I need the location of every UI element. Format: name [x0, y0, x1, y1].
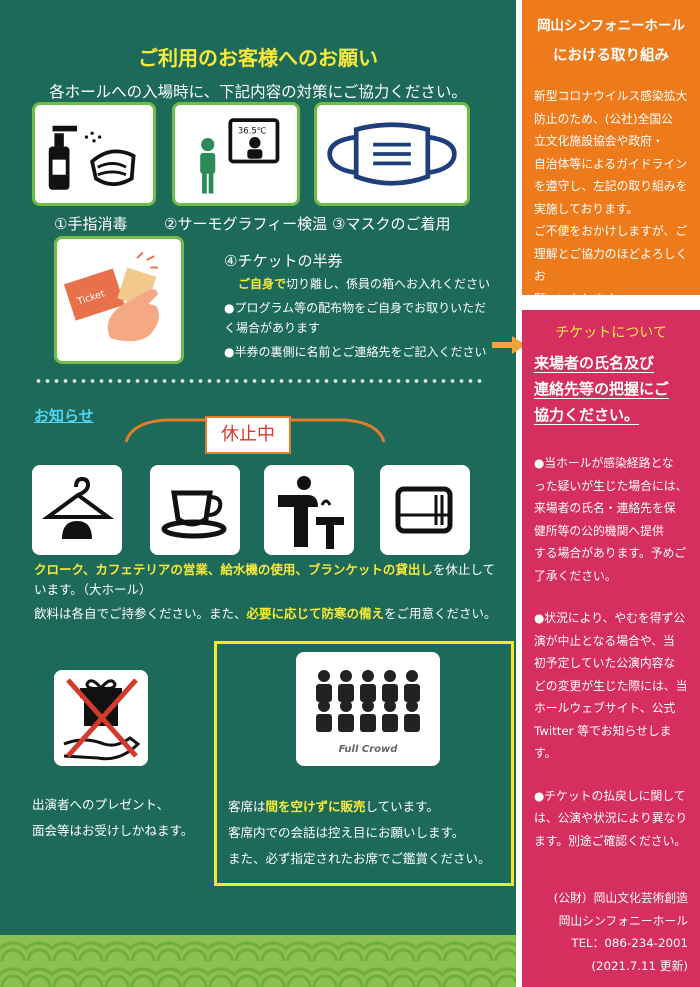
seating-line-3: また、必ず指定されたお席でご鑑賞ください。	[228, 851, 491, 866]
ticket-info-title: チケットについて	[555, 325, 667, 341]
ticket-info-bullet-1: ●当ホールが感染経路とな った疑いが生じた場合には、 来場者の氏名・連絡先を保 …	[522, 452, 700, 587]
ticket-info-headline-line: 連絡先等の把握にご	[534, 380, 669, 398]
thermography-icon: 36.5℃	[172, 102, 300, 206]
hall-efforts-line: 自治体等によるガイドライン	[534, 156, 688, 171]
bullet-line: ●状況により、やむを得ず公	[534, 611, 686, 625]
bullet-line: 了承ください。	[534, 568, 617, 583]
coffee-cup-icon	[150, 465, 240, 555]
blanket-icon	[380, 465, 470, 555]
main-panel: ご利用のお客様へのお願い 各ホールへの入場時に、下記内容の対策にご協力ください。…	[0, 0, 516, 987]
hall-efforts-body: 新型コロナウイルス感染拡大 防止のため、(公社)全国公 立文化施設協会や政府・ …	[522, 85, 700, 310]
closed-paragraph: クローク、カフェテリアの営業、給水機の使用、ブランケットの貸出しを休止しています…	[34, 560, 504, 600]
ticket-info-box: チケットについて 来場者の氏名及び 連絡先等の把握にご 協力ください。 ●当ホー…	[522, 310, 700, 987]
ticket-info-headline-line: 来場者の氏名及び	[534, 354, 655, 372]
measure-label-thermography: ②サーモグラフィー検温	[164, 215, 328, 233]
seating-line-1-em: 間を空けずに販売	[265, 799, 366, 814]
bullet-line: った疑いが生じた場合には、	[534, 478, 688, 493]
ticket-info-bullet-2: ●状況により、やむを得ず公 演が中止となる場合や、当 初予定していた公演内容な …	[522, 607, 700, 765]
drink-paragraph-b: をご用意ください。	[384, 606, 497, 621]
hall-efforts-line: を遵守し、左記の取り組みを	[534, 179, 688, 193]
arrow-right-icon	[492, 336, 526, 354]
drink-paragraph-a: 飲料は各自でご持参ください。また、	[34, 606, 247, 621]
ticket-note-2: ●プログラム等の配布物をご自身でお取りいただく場合があります	[224, 301, 487, 335]
full-crowd-caption: Full Crowd	[339, 744, 399, 755]
ticket-note-1: ご自身で切り離し、係員の箱へお入れください	[238, 274, 508, 294]
present-line-1: 出演者へのプレゼント、	[32, 797, 170, 812]
wave-pattern-footer	[0, 935, 516, 987]
bullet-line: ホールウェブサイト、公式	[534, 701, 676, 715]
organization-footer: (公財）岡山文化芸術創造 岡山シンフォニーホール TEL：086-234-200…	[554, 887, 688, 977]
bullet-line: ます。別途ご確認ください。	[534, 833, 687, 848]
page-title: ご利用のお客様へのお願い	[138, 46, 378, 70]
seating-line-1-a: 客席は	[228, 799, 266, 814]
hall-efforts-line: 理解とご協力のほどよろしくお	[534, 246, 688, 284]
hall-efforts-line: 実施しております。	[534, 201, 639, 216]
hall-efforts-box: 岡山シンフォニーホール における取り組み 新型コロナウイルス感染拡大 防止のため…	[522, 0, 700, 306]
seating-line-1: 客席は間を空けずに販売しています。	[228, 794, 491, 820]
full-crowd-icon: Full Crowd	[296, 652, 440, 766]
footer-hall: 岡山シンフォニーホール	[558, 913, 688, 928]
ticket-note-3: ●半券の裏側に名前とご連絡先をご記入ください	[224, 345, 487, 359]
bullet-line: ●当ホールが感染経路とな	[534, 456, 674, 470]
mask-icon	[314, 102, 470, 206]
seating-line-2: 客席内での会話は控え目にお願いします。	[228, 825, 465, 840]
present-note: 出演者へのプレゼント、 面会等はお受けしかねます。	[32, 792, 193, 844]
bullet-line: する場合があります。予めご	[534, 546, 687, 560]
bullet-line: は、公演や状況により異なり	[534, 811, 688, 825]
water-fountain-icon	[264, 465, 354, 555]
ticket-info-headline: 来場者の氏名及び 連絡先等の把握にご 協力ください。	[522, 350, 700, 428]
ticket-note-1-em: ご自身で	[238, 277, 287, 291]
ticket-icon: Ticket	[54, 236, 184, 364]
hall-efforts-line: 防止のため、(公社)全国公	[534, 111, 673, 126]
hall-efforts-title-1: 岡山シンフォニーホール	[536, 18, 686, 34]
hall-efforts-line: 願いいたします。	[534, 291, 628, 306]
hanger-icon	[32, 465, 122, 555]
ticket-info-bullet-3: ●チケットの払戻しに関して は、公演や状況により異なり ます。別途ご確認ください…	[522, 785, 700, 853]
bullet-line: す。	[534, 746, 557, 760]
ticket-note-1-rest: 切り離し、係員の箱へお入れください	[286, 277, 491, 291]
measure-label-sanitizer: ①手指消毒	[54, 215, 128, 233]
drink-paragraph: 飲料は各自でご持参ください。また、必要に応じて防寒の備えをご用意ください。	[34, 604, 504, 624]
seating-line-1-b: しています。	[365, 799, 439, 814]
measure-label-ticket: ④チケットの半券	[224, 252, 343, 270]
hall-efforts-line: 立文化施設協会や政府・	[534, 134, 664, 148]
seating-note: 客席は間を空けずに販売しています。 客席内での会話は控え目にお願いします。 また…	[228, 794, 491, 872]
measure-label-mask: ③マスクのご着用	[332, 215, 451, 233]
hand-sanitizer-icon	[32, 102, 156, 206]
bullet-line: ●チケットの払戻しに関して	[534, 788, 686, 803]
hall-efforts-line: 新型コロナウイルス感染拡大	[534, 89, 688, 103]
bullet-line: 来場者の氏名・連絡先を保	[534, 501, 676, 515]
bullet-line: 初予定していた公演内容な	[534, 656, 676, 670]
ticket-info-headline-line: 協力ください。	[534, 406, 640, 424]
bullet-line: 演が中止となる場合や、当	[534, 633, 675, 648]
closed-paragraph-rest: を休止しています。（大ホール）	[34, 562, 496, 597]
no-gift-icon	[54, 670, 148, 766]
seating-notice-frame	[214, 641, 514, 886]
footer-phone: TEL：086-234-2001	[571, 936, 688, 950]
bullet-line: どの変更が生じた際には、当	[534, 678, 688, 693]
closed-badge: 休止中	[205, 416, 291, 454]
bullet-line: 健所等の公的機関へ提供	[534, 523, 664, 538]
hall-efforts-line: ご不便をおかけしますが、ご	[534, 224, 688, 238]
drink-paragraph-em: 必要に応じて防寒の備え	[246, 606, 385, 621]
hall-efforts-title-2: における取り組み	[553, 48, 669, 64]
svg-text:36.5℃: 36.5℃	[238, 125, 267, 135]
footer-updated: (2021.7.11 更新)	[591, 958, 688, 973]
closed-paragraph-em: クローク、カフェテリアの営業、給水機の使用、ブランケットの貸出し	[34, 562, 433, 577]
footer-org: (公財）岡山文化芸術創造	[553, 891, 688, 905]
intro-text: 各ホールへの入場時に、下記内容の対策にご協力ください。	[49, 83, 467, 101]
dotted-divider	[34, 378, 486, 384]
notice-title: お知らせ	[34, 407, 94, 425]
bullet-line: Twitter 等でお知らせしま	[534, 723, 672, 738]
present-line-2: 面会等はお受けしかねます。	[32, 823, 194, 838]
